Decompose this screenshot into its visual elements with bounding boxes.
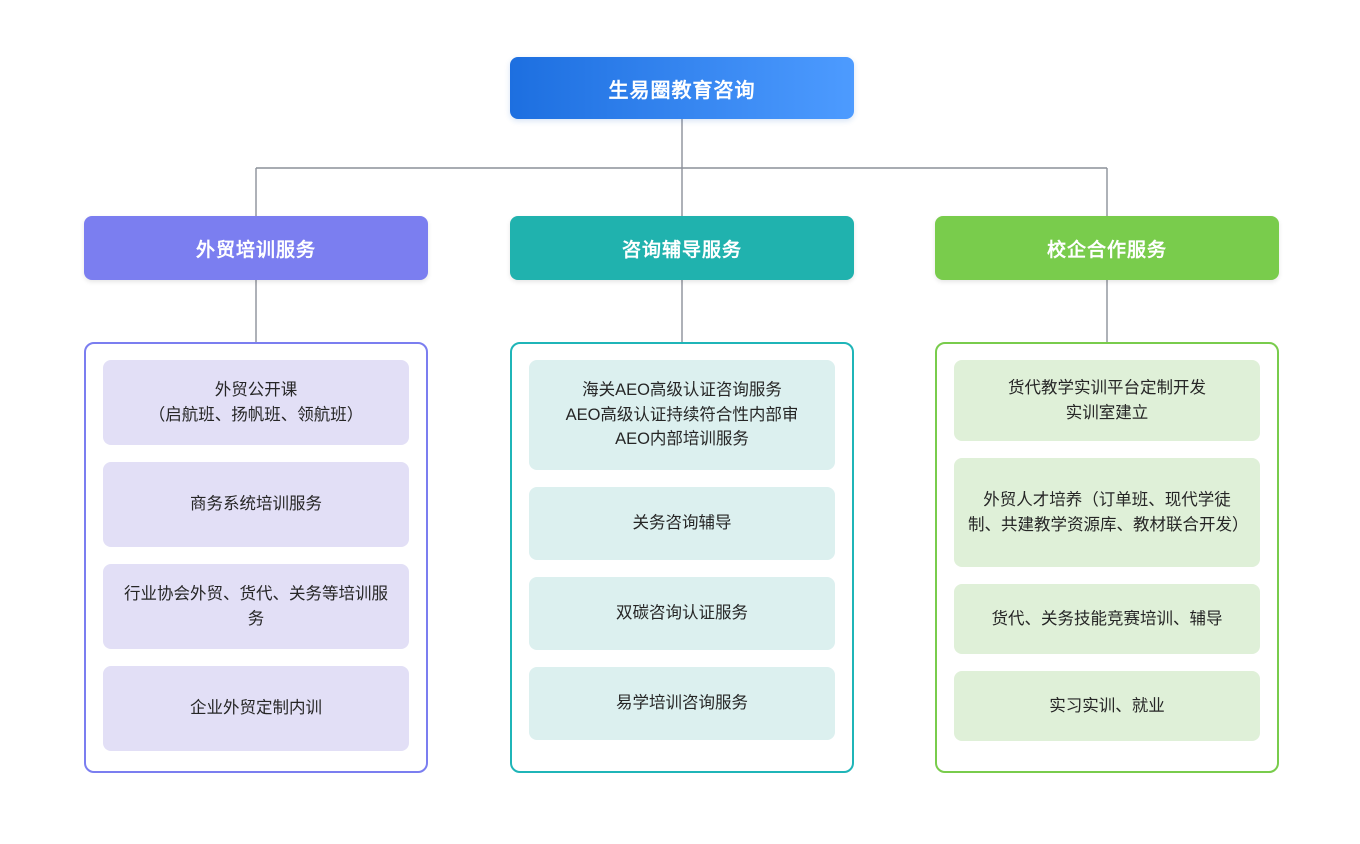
branch-body-1: 海关AEO高级认证咨询服务 AEO高级认证持续符合性内部审 AEO内部培训服务 … — [510, 342, 854, 773]
leaf-card[interactable]: 外贸公开课 （启航班、扬帆班、领航班） — [103, 360, 409, 445]
branch-header-label-2: 校企合作服务 — [1046, 239, 1167, 261]
branch-header-label-1: 咨询辅导服务 — [621, 239, 742, 261]
root-node-label: 生易圈教育咨询 — [608, 79, 756, 102]
branch-body-0: 外贸公开课 （启航班、扬帆班、领航班） 商务系统培训服务 行业协会外贸、货代、关… — [84, 342, 428, 773]
leaf-card[interactable]: 海关AEO高级认证咨询服务 AEO高级认证持续符合性内部审 AEO内部培训服务 — [529, 360, 835, 470]
branch-body-2: 货代教学实训平台定制开发 实训室建立 外贸人才培养（订单班、现代学徒制、共建教学… — [935, 342, 1279, 773]
branch-column-0: 外贸培训服务 外贸公开课 （启航班、扬帆班、领航班） 商务系统培训服务 行业协会… — [84, 216, 428, 773]
leaf-card[interactable]: 实习实训、就业 — [954, 671, 1260, 741]
leaf-card[interactable]: 双碳咨询认证服务 — [529, 577, 835, 650]
leaf-card[interactable]: 关务咨询辅导 — [529, 487, 835, 560]
leaf-card[interactable]: 货代、关务技能竞赛培训、辅导 — [954, 584, 1260, 654]
leaf-card[interactable]: 行业协会外贸、货代、关务等培训服务 — [103, 564, 409, 649]
branch-header-2[interactable]: 校企合作服务 — [935, 216, 1279, 280]
branch-column-2: 校企合作服务 货代教学实训平台定制开发 实训室建立 外贸人才培养（订单班、现代学… — [935, 216, 1279, 773]
leaf-card[interactable]: 商务系统培训服务 — [103, 462, 409, 547]
leaf-card[interactable]: 易学培训咨询服务 — [529, 667, 835, 740]
branch-header-0[interactable]: 外贸培训服务 — [84, 216, 428, 280]
leaf-card[interactable]: 企业外贸定制内训 — [103, 666, 409, 751]
root-node[interactable]: 生易圈教育咨询 — [510, 57, 854, 119]
branch-header-1[interactable]: 咨询辅导服务 — [510, 216, 854, 280]
branch-header-label-0: 外贸培训服务 — [195, 239, 316, 261]
leaf-card[interactable]: 外贸人才培养（订单班、现代学徒制、共建教学资源库、教材联合开发） — [954, 458, 1260, 567]
leaf-card[interactable]: 货代教学实训平台定制开发 实训室建立 — [954, 360, 1260, 441]
branch-column-1: 咨询辅导服务 海关AEO高级认证咨询服务 AEO高级认证持续符合性内部审 AEO… — [510, 216, 854, 773]
